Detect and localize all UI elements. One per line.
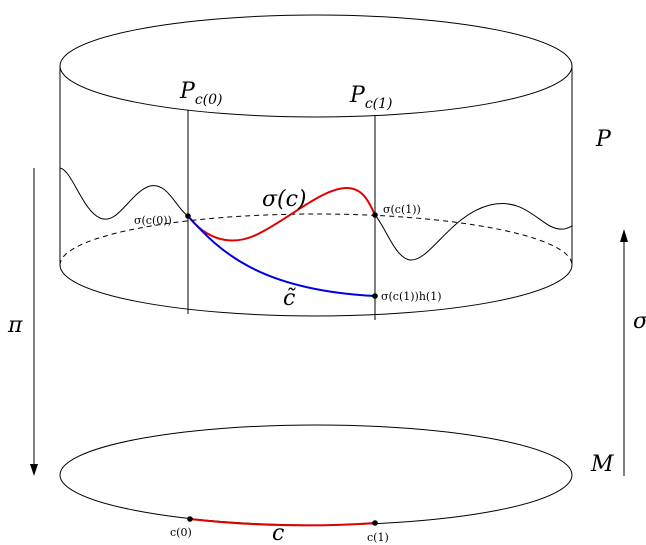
section-arrow-head: [620, 229, 628, 242]
base-space-label: M: [590, 452, 614, 477]
fiber-c0-label: Pc(0): [179, 79, 222, 108]
lift-curve-c-tilde: [187, 215, 376, 297]
total-space-label: P: [595, 127, 612, 152]
projection-label: π: [7, 313, 23, 338]
fiber-c1-label: Pc(1): [349, 83, 392, 112]
projection-arrow-head: [30, 464, 38, 476]
wavy-curve-left: [59, 167, 189, 220]
point-sigma-c1-h1-label: σ(c(1))h(1): [381, 290, 442, 303]
point-sigma-c1-label: σ(c(1)): [383, 203, 421, 216]
wavy-curve-right: [374, 203, 573, 261]
cylinder-bottom-back-dashed: [59, 213, 573, 266]
point-sigma-c0: [185, 213, 191, 219]
point-c0-label: c(0): [170, 526, 192, 539]
point-sigma-c1: [372, 212, 378, 218]
cylinder-bottom-front: [59, 264, 573, 317]
lift-curve-label: c̃: [283, 286, 296, 311]
cylinder-top-ellipse: [59, 14, 573, 118]
point-c1-label: c(1): [367, 531, 389, 544]
base-curve-c: [189, 518, 376, 527]
section-curve-label: σ(c): [262, 187, 307, 212]
point-sigma-c0-label: σ(c(0)): [134, 214, 172, 227]
point-c0: [187, 516, 193, 522]
base-space-ellipse: [59, 424, 573, 526]
section-label: σ: [633, 309, 646, 334]
section-curve-sigma-c: [187, 186, 376, 242]
point-sigma-c1-h1: [372, 293, 378, 299]
base-curve-label: c: [272, 521, 284, 545]
point-c1: [372, 520, 378, 526]
